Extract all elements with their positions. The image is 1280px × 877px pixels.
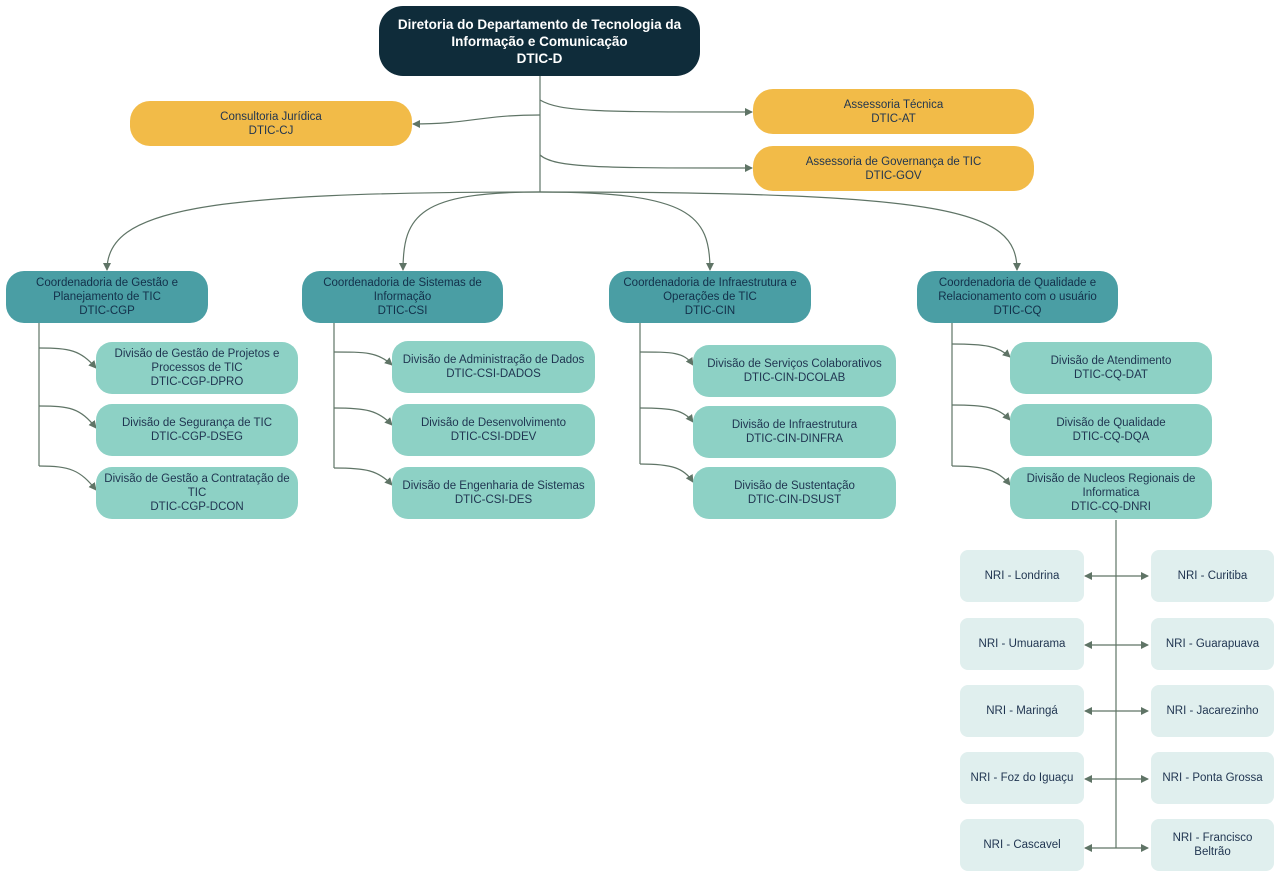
coord-cq-code: DTIC-CQ [993,305,1042,317]
coord-node-cgp: Coordenadoria de Gestão e Planejamento d… [6,271,208,323]
nri-node-cascavel: NRI - Cascavel [960,819,1084,871]
nri-francisco-line2: Beltrão [1194,846,1231,858]
connector-cj [412,114,541,128]
division-dpro-line2: Processos de TIC [151,362,243,374]
nri-node-umuarama: NRI - Umuarama [960,618,1084,670]
nri-node-curitiba: NRI - Curitiba [1151,550,1274,602]
division-node-dnri: Divisão de Nucleos Regionais de Informat… [1010,467,1212,519]
staff-node-cj: Consultoria Jurídica DTIC-CJ [130,101,412,146]
nri-node-maringa: NRI - Maringá [960,685,1084,737]
coord-cin-line1: Coordenadoria de Infraestrutura e [623,277,797,289]
staff-gov-name: Assessoria de Governança de TIC [805,155,982,168]
division-dinfra-line1: Divisão de Infraestrutura [731,419,858,431]
division-dcon-line1: Divisão de Gestão a Contratação de [104,473,290,485]
coord-cin-code: DTIC-CIN [684,305,736,317]
division-node-dinfra: Divisão de Infraestrutura DTIC-CIN-DINFR… [693,406,896,458]
division-dsust-code: DTIC-CIN-DSUST [747,494,842,506]
nri-node-londrina: NRI - Londrina [960,550,1084,602]
division-dpro-line1: Divisão de Gestão de Projetos e [114,348,280,360]
division-node-dsust: Divisão de Sustentação DTIC-CIN-DSUST [693,467,896,519]
coord-node-csi: Coordenadoria de Sistemas de Informação … [302,271,503,323]
nri-umuarama-label: NRI - Umuarama [978,638,1066,650]
coord-csi-line2: Informação [373,291,432,303]
coord-cq-line1: Coordenadoria de Qualidade e [938,277,1097,289]
root-title-line1: Diretoria do Departamento de Tecnologia … [397,16,682,32]
staff-at-code: DTIC-AT [871,112,916,125]
division-ddev-code: DTIC-CSI-DDEV [450,431,537,443]
division-node-dat: Divisão de Atendimento DTIC-CQ-DAT [1010,342,1212,394]
root-code: DTIC-D [516,50,563,66]
root-title-line2: Informação e Comunicação [451,33,628,49]
division-dseg-line1: Divisão de Segurança de TIC [121,417,272,429]
nri-curitiba-label: NRI - Curitiba [1177,570,1248,582]
division-dnri-code: DTIC-CQ-DNRI [1071,501,1151,513]
division-dnri-line1: Divisão de Nucleos Regionais de [1026,473,1196,485]
coord-cin-line2: Operações de TIC [663,291,757,303]
nri-foz-label: NRI - Foz do Iguaçu [970,772,1074,784]
division-node-dseg: Divisão de Segurança de TIC DTIC-CGP-DSE… [96,404,298,456]
division-dat-code: DTIC-CQ-DAT [1074,369,1148,381]
division-node-des: Divisão de Engenharia de Sistemas DTIC-C… [392,467,595,519]
nri-guarapuava-label: NRI - Guarapuava [1165,638,1260,650]
nri-node-jacarezinho: NRI - Jacarezinho [1151,685,1274,737]
division-ddev-line1: Divisão de Desenvolvimento [420,417,567,429]
connector-gov [539,154,753,172]
nri-cascavel-label: NRI - Cascavel [983,839,1061,851]
division-dqa-line1: Divisão de Qualidade [1056,417,1166,429]
coord-cq-line2: Relacionamento com o usuário [938,291,1097,303]
coord-csi-line1: Coordenadoria de Sistemas de [323,277,482,289]
connector-at [539,99,753,116]
nri-londrina-label: NRI - Londrina [984,570,1060,582]
coord-cgp-line2: Planejamento de TIC [53,291,161,303]
connector-cgp [103,191,541,271]
connector-cin [539,191,714,271]
division-dat-line1: Divisão de Atendimento [1050,355,1172,367]
division-node-dcon: Divisão de Gestão a Contratação de TIC D… [96,467,298,519]
division-dcon-code: DTIC-CGP-DCON [150,501,244,513]
coord-cgp-code: DTIC-CGP [79,305,135,317]
division-dados-line1: Divisão de Administração de Dados [402,354,585,366]
coord-node-cin: Coordenadoria de Infraestrutura e Operaç… [609,271,811,323]
division-dinfra-code: DTIC-CIN-DINFRA [745,433,844,445]
coord-node-cq: Coordenadoria de Qualidade e Relacioname… [917,271,1118,323]
division-dseg-code: DTIC-CGP-DSEG [151,431,243,443]
division-node-dqa: Divisão de Qualidade DTIC-CQ-DQA [1010,404,1212,456]
root-node-dtic-d: Diretoria do Departamento de Tecnologia … [379,6,700,76]
coord-csi-code: DTIC-CSI [377,305,428,317]
division-dcon-line2: TIC [187,487,207,499]
division-dpro-code: DTIC-CGP-DPRO [150,376,244,388]
staff-at-name: Assessoria Técnica [843,98,944,111]
division-des-code: DTIC-CSI-DES [454,494,533,506]
division-dqa-code: DTIC-CQ-DQA [1072,431,1150,443]
staff-gov-code: DTIC-GOV [865,169,922,182]
nri-jacarezinho-label: NRI - Jacarezinho [1166,705,1259,717]
nri-ponta-grossa-label: NRI - Ponta Grossa [1162,772,1263,784]
staff-node-gov: Assessoria de Governança de TIC DTIC-GOV [753,146,1034,191]
division-node-dcolab: Divisão de Serviços Colaborativos DTIC-C… [693,345,896,397]
nri-maringa-label: NRI - Maringá [986,705,1058,717]
division-dcolab-line1: Divisão de Serviços Colaborativos [707,358,882,370]
nri-node-foz-do-iguacu: NRI - Foz do Iguaçu [960,752,1084,804]
nri-francisco-line1: NRI - Francisco [1172,832,1253,844]
division-node-dados: Divisão de Administração de Dados DTIC-C… [392,341,595,393]
division-dados-code: DTIC-CSI-DADOS [446,368,541,380]
nri-node-ponta-grossa: NRI - Ponta Grossa [1151,752,1274,804]
nri-node-guarapuava: NRI - Guarapuava [1151,618,1274,670]
staff-node-at: Assessoria Técnica DTIC-AT [753,89,1034,134]
nri-node-francisco-beltrao: NRI - Francisco Beltrão [1151,819,1274,871]
division-des-line1: Divisão de Engenharia de Sistemas [402,480,585,492]
staff-cj-name: Consultoria Jurídica [220,110,322,123]
division-dsust-line1: Divisão de Sustentação [734,480,855,492]
staff-cj-code: DTIC-CJ [248,124,294,137]
connector-cq [539,191,1021,271]
division-node-ddev: Divisão de Desenvolvimento DTIC-CSI-DDEV [392,404,595,456]
division-node-dpro: Divisão de Gestão de Projetos e Processo… [96,342,298,394]
division-dcolab-code: DTIC-CIN-DCOLAB [743,372,846,384]
connector-csi [399,191,541,271]
coord-cgp-line1: Coordenadoria de Gestão e [36,277,178,289]
division-dnri-line2: Informatica [1082,487,1140,499]
